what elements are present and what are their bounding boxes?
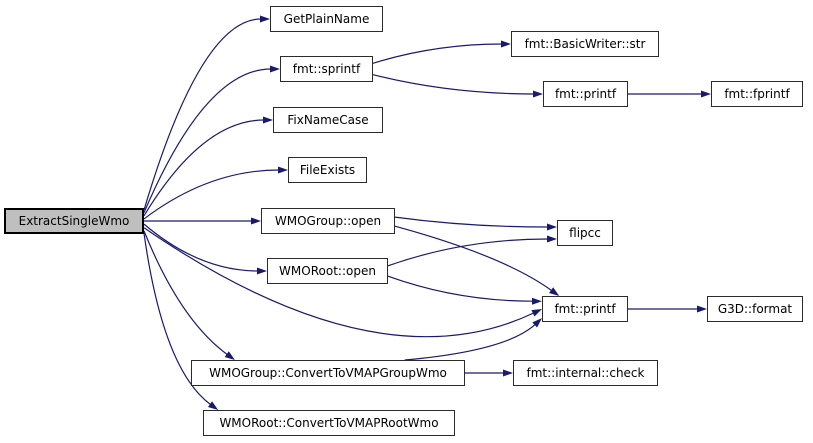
edge-extract-single-wmo-to-fmt-printf-mid — [143, 227, 535, 338]
arrowhead-extract-single-wmo-to-get-plain-name — [260, 15, 270, 23]
edge-extract-single-wmo-to-file-exists — [143, 169, 280, 220]
arrowhead-wmogroup-open-to-fmt-printf-mid — [549, 287, 560, 296]
node-fmt-sprintf[interactable]: fmt::sprintf — [280, 56, 373, 82]
arrowhead-extract-single-wmo-to-fmt-sprintf — [270, 65, 280, 73]
arrowhead-extract-single-wmo-to-wmogroup-open — [251, 217, 261, 225]
arrowhead-wmogroup-convert-to-fmt-internal-check — [503, 369, 513, 377]
edge-wmoroot-open-to-flipcc — [387, 238, 549, 267]
node-extract-single-wmo[interactable]: ExtractSingleWmo — [4, 208, 144, 234]
edge-extract-single-wmo-to-wmogroup-convert — [143, 230, 228, 356]
node-fmt-printf-top[interactable]: fmt::printf — [543, 81, 628, 107]
arrowhead-fmt-printf-top-to-fmt-fprintf — [701, 90, 711, 98]
node-fmt-internal-check[interactable]: fmt::internal::check — [513, 360, 658, 386]
edge-extract-single-wmo-to-get-plain-name — [143, 18, 262, 211]
edge-fmt-sprintf-to-fmt-printf-top — [372, 74, 535, 95]
arrowhead-extract-single-wmo-to-wmoroot-open — [257, 267, 267, 275]
node-fmt-basicwriter-str[interactable]: fmt::BasicWriter::str — [511, 31, 659, 57]
arrowhead-extract-single-wmo-to-wmogroup-convert — [224, 351, 235, 360]
node-wmoroot-convert[interactable]: WMORoot::ConvertToVMAPRootWmo — [203, 410, 455, 436]
arrowhead-wmoroot-open-to-fmt-printf-mid — [532, 297, 542, 305]
arrowhead-extract-single-wmo-to-fix-name-case — [263, 116, 273, 124]
node-fmt-fprintf[interactable]: fmt::fprintf — [711, 81, 803, 107]
arrowhead-wmoroot-open-to-flipcc — [547, 235, 557, 243]
edge-extract-single-wmo-to-wmoroot-open — [143, 223, 259, 272]
edge-fmt-sprintf-to-fmt-basicwriter-str — [372, 43, 503, 64]
edge-extract-single-wmo-to-wmoroot-convert — [143, 233, 212, 406]
arrowhead-fmt-printf-mid-to-g3d-format — [697, 305, 707, 313]
arrowhead-extract-single-wmo-to-fmt-printf-mid — [531, 309, 542, 317]
edge-wmoroot-open-to-fmt-printf-mid — [387, 275, 534, 302]
edge-wmogroup-open-to-fmt-printf-mid — [394, 225, 553, 292]
node-wmogroup-open[interactable]: WMOGroup::open — [261, 208, 395, 234]
arrowhead-fmt-sprintf-to-fmt-basicwriter-str — [501, 40, 511, 48]
arrowhead-extract-single-wmo-to-wmoroot-convert — [207, 401, 219, 410]
edge-extract-single-wmo-to-fmt-sprintf — [143, 68, 272, 213]
node-wmogroup-convert[interactable]: WMOGroup::ConvertToVMAPGroupWmo — [191, 360, 465, 386]
node-file-exists[interactable]: FileExists — [288, 157, 367, 183]
arrowhead-wmogroup-open-to-flipcc — [547, 223, 557, 231]
arrowhead-wmogroup-convert-to-fmt-printf-mid — [532, 318, 542, 328]
node-get-plain-name[interactable]: GetPlainName — [270, 6, 383, 32]
edge-extract-single-wmo-to-fix-name-case — [143, 119, 265, 217]
node-fmt-printf-mid[interactable]: fmt::printf — [542, 296, 628, 322]
node-flipcc[interactable]: flipcc — [557, 220, 613, 246]
edge-wmogroup-open-to-flipcc — [394, 216, 549, 228]
arrowhead-extract-single-wmo-to-file-exists — [278, 166, 288, 174]
node-wmoroot-open[interactable]: WMORoot::open — [267, 258, 388, 284]
edge-wmogroup-convert-to-fmt-printf-mid — [404, 323, 536, 361]
arrowhead-fmt-sprintf-to-fmt-printf-top — [533, 90, 543, 98]
node-fix-name-case[interactable]: FixNameCase — [273, 107, 383, 133]
node-g3d-format[interactable]: G3D::format — [707, 296, 803, 322]
